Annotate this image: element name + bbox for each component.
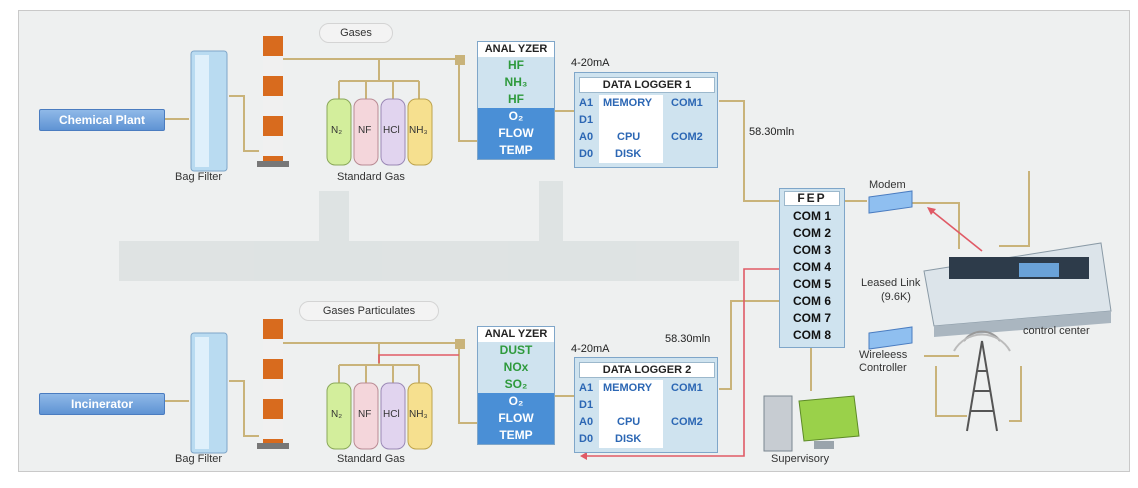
logger-port: A1	[579, 382, 594, 394]
fep-port: COM 4	[792, 260, 831, 274]
analyzer-gas: HF	[508, 58, 524, 72]
cylinder-label: NH₃	[409, 125, 428, 136]
logger-memory: MEMORY	[603, 382, 653, 394]
logger-com: COM2	[671, 131, 703, 143]
analyzer-gas: NOx	[503, 360, 529, 374]
analyzer-title: ANAL YZER	[478, 327, 554, 342]
cylinder-label: HCl	[383, 409, 400, 420]
logger-memory: MEMORY	[603, 97, 653, 109]
analyzer-param: FLOW	[478, 410, 554, 427]
analyzer-gas: NH₃	[504, 75, 528, 89]
cylinders-top	[326, 98, 433, 166]
system-diagram: Chemical Plant Incinerator Gases Gases P…	[18, 10, 1130, 472]
fep-port: COM 2	[792, 226, 831, 240]
bottom-valve	[455, 339, 465, 349]
wireless-controller-label: Controller	[859, 362, 907, 374]
gases-particulates-label: Gases Particulates	[299, 301, 439, 321]
standard-gas-label: Standard Gas	[337, 453, 405, 465]
wireless-controller-label: Wireleess	[859, 349, 908, 361]
analyzer-param: O₂	[478, 393, 554, 410]
logger-com: COM1	[671, 97, 703, 109]
supervisory-computer-icon	[763, 395, 860, 452]
link-speed-label: 58.30mln	[665, 333, 711, 345]
analyzer-gas: DUST	[499, 343, 533, 357]
bottom-pipes	[164, 171, 1030, 437]
data-logger-2: DATA LOGGER 2 A1 D1 A0 D0 MEMORY CPU DIS…	[574, 357, 718, 453]
cylinder-label: N₂	[331, 409, 343, 420]
data-logger-1: DATA LOGGER 1 A1 D1 A0 D0 MEMORY CPU DIS…	[574, 72, 718, 168]
cylinders-bottom	[326, 382, 433, 450]
analyzer-title: ANAL YZER	[478, 42, 554, 57]
fep-port: COM 1	[792, 209, 831, 223]
fep-panel: FEP COM 1 COM 2 COM 3 COM 4 COM 5 COM 6 …	[779, 188, 845, 348]
fep-title: FEP	[784, 191, 840, 206]
radio-tower-icon	[953, 330, 1011, 432]
incinerator-button[interactable]: Incinerator	[39, 393, 165, 415]
modem-icon	[868, 190, 913, 214]
fep-port: COM 6	[792, 294, 831, 308]
cylinder-label: HCl	[383, 125, 400, 136]
fep-port: COM 3	[792, 243, 831, 257]
analyzer-gas: HF	[508, 92, 524, 106]
top-valve	[455, 55, 465, 65]
cylinder-label: NF	[358, 409, 372, 420]
bag-filter-top	[190, 50, 228, 172]
analyzer-param: TEMP	[478, 427, 554, 444]
cylinder-label: NF	[358, 125, 372, 136]
leased-link-label: Leased Link	[861, 277, 921, 289]
analyzer-2: ANAL YZER DUST NOx SO₂ O₂ FLOW TEMP	[477, 326, 555, 445]
logger-port: A0	[579, 416, 594, 428]
fep-port: COM 7	[792, 311, 831, 325]
fep-port: COM 8	[792, 328, 831, 342]
analyzer-param: FLOW	[478, 125, 554, 142]
supervisory-label: Supervisory	[771, 453, 830, 465]
logger-title: DATA LOGGER 1	[579, 77, 715, 93]
analyzer-param: O₂	[478, 108, 554, 125]
bag-filter-label: Bag Filter	[175, 453, 223, 465]
analyzer-param: TEMP	[478, 142, 554, 159]
signal-label: 4-20mA	[571, 343, 610, 355]
bag-filter-bottom	[190, 332, 228, 454]
bag-filter-label: Bag Filter	[175, 171, 223, 183]
logger-disk: DISK	[615, 148, 642, 160]
control-center-label: control center	[1023, 325, 1090, 337]
logger-core	[599, 380, 663, 448]
logger-title: DATA LOGGER 2	[579, 362, 715, 378]
wireless-controller-icon	[868, 326, 913, 350]
signal-label: 4-20mA	[571, 57, 610, 69]
fep-port: COM 5	[792, 277, 831, 291]
leased-link-speed: (9.6K)	[881, 291, 911, 303]
link-speed-label: 58.30mln	[749, 126, 795, 138]
logger-port: D1	[579, 399, 594, 411]
logger-port: A0	[579, 131, 594, 143]
analyzer-gas: SO₂	[504, 377, 528, 391]
gases-label: Gases	[319, 23, 393, 43]
logger-cpu: CPU	[617, 131, 641, 143]
diagram-canvas	[119, 36, 1112, 460]
modem-label: Modem	[869, 179, 906, 191]
logger-disk: DISK	[615, 433, 642, 445]
cylinder-label: N₂	[331, 125, 343, 136]
logger-core	[599, 95, 663, 163]
stack-bottom	[257, 319, 289, 449]
signal-lines	[378, 210, 983, 457]
analyzer-1: ANAL YZER HF NH₃ HF O₂ FLOW TEMP	[477, 41, 555, 160]
stack-top	[257, 36, 289, 167]
logger-com: COM1	[671, 382, 703, 394]
logger-com: COM2	[671, 416, 703, 428]
logger-port: A1	[579, 97, 594, 109]
standard-gas-label: Standard Gas	[337, 171, 405, 183]
logger-port: D0	[579, 148, 594, 160]
control-center-icon	[923, 242, 1112, 337]
logger-port: D1	[579, 114, 594, 126]
cylinder-label: NH₃	[409, 409, 428, 420]
logger-port: D0	[579, 433, 594, 445]
logger-cpu: CPU	[617, 416, 641, 428]
chemical-plant-button[interactable]: Chemical Plant	[39, 109, 165, 131]
